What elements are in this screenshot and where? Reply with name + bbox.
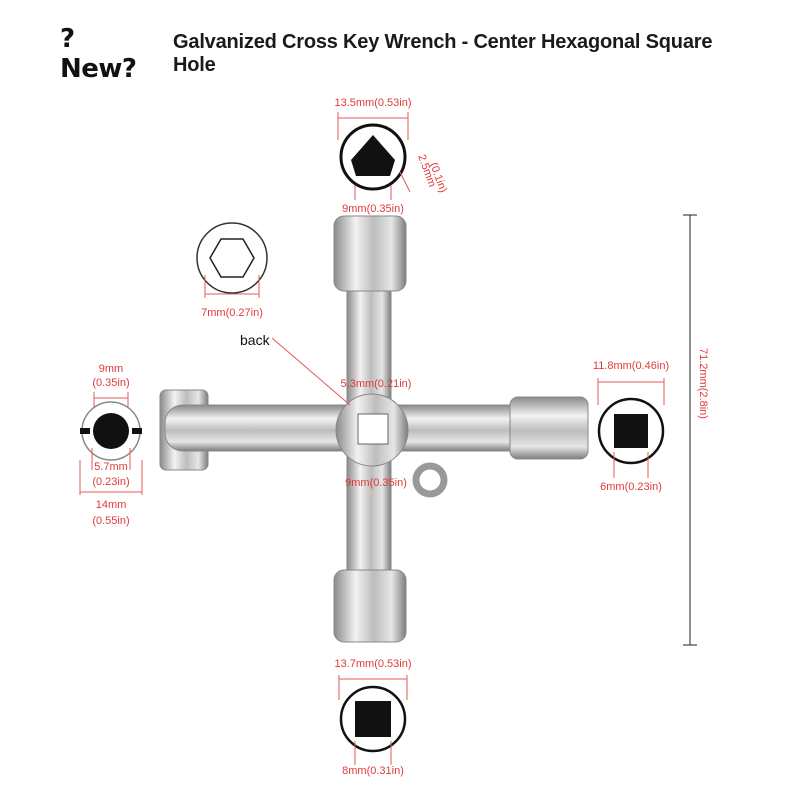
wrench-right-socket	[509, 396, 589, 460]
top-triangle-callout: 13.5mm(0.53in) 9mm(0.35in) 2.5mm (0.1in)	[334, 97, 449, 215]
left-outer-mm-label: 14mm	[96, 499, 127, 511]
left-inner-mm-label: 5.7mm	[94, 461, 128, 473]
top-triangle-inner-label: 9mm(0.35in)	[342, 203, 404, 215]
left-outer-in-label: (0.55in)	[92, 515, 129, 527]
hexagon-width-label: 7mm(0.27in)	[201, 307, 263, 319]
product-title: Galvanized Cross Key Wrench - Center Hex…	[173, 31, 713, 76]
right-square-callout: 11.8mm(0.46in) 6mm(0.23in)	[593, 360, 669, 493]
left-top-in-label: (0.35in)	[92, 377, 129, 389]
right-outer-label: 11.8mm(0.46in)	[593, 360, 669, 372]
left-top-mm-label: 9mm	[99, 363, 123, 375]
title-row: ?New? Galvanized Cross Key Wrench - Cent…	[60, 24, 760, 84]
center-outer-label: 9mm(0.35in)	[345, 477, 407, 489]
triangle-shape-icon	[351, 135, 395, 176]
bottom-inner-label: 8mm(0.31in)	[342, 765, 404, 777]
right-inner-label: 6mm(0.23in)	[600, 481, 662, 493]
center-square-label: 5.3mm(0.21in)	[341, 378, 412, 390]
wrench-top-socket	[333, 215, 407, 292]
right-square-icon	[614, 414, 648, 448]
height-label: 71.2mm(2.8in)	[697, 348, 709, 419]
height-dimension: 71.2mm(2.8in)	[683, 214, 709, 646]
hexagon-callout: 7mm(0.27in)	[196, 222, 268, 319]
bottom-square-icon	[355, 701, 391, 737]
center-square-hole	[357, 413, 389, 445]
back-label: back	[240, 332, 271, 348]
new-badge: ?New?	[60, 24, 137, 84]
wrench-ring	[412, 462, 448, 498]
wrench-bottom-socket	[333, 569, 407, 643]
left-inner-in-label: (0.23in)	[92, 476, 129, 488]
left-round-key-icon	[93, 413, 129, 449]
bottom-square-callout: 13.7mm(0.53in) 8mm(0.31in)	[334, 658, 411, 777]
left-keyhole-callout: 9mm (0.35in) 5.7mm (0.23in) 14mm (0.55in…	[79, 363, 143, 527]
hexagon-shape-icon	[209, 238, 255, 278]
top-triangle-width-label: 13.5mm(0.53in)	[334, 97, 411, 109]
cross-key-wrench	[159, 215, 589, 643]
bottom-outer-label: 13.7mm(0.53in)	[334, 658, 411, 670]
